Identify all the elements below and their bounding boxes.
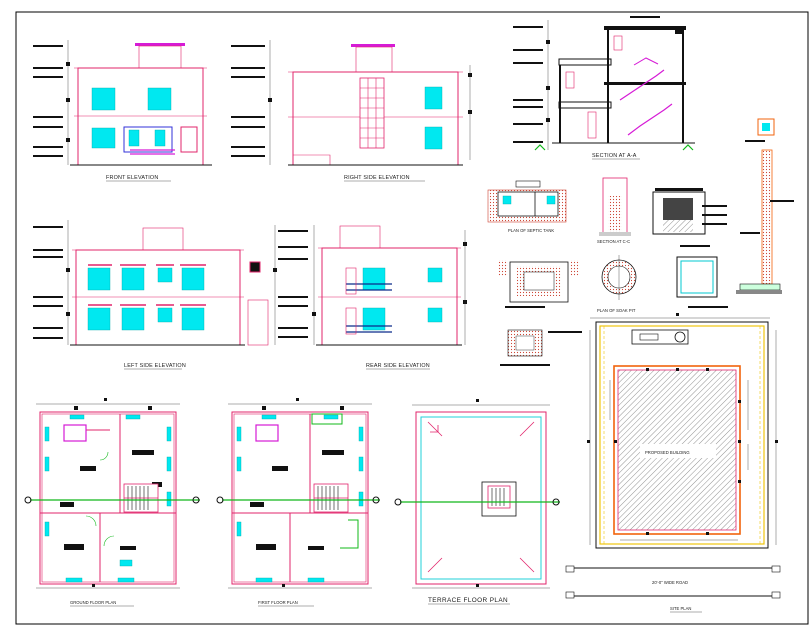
- sheet-border: [15, 11, 809, 625]
- proposed-building-label: PROPOSED BUILDING: [645, 450, 690, 455]
- soak-pit-plan: PLAN OF SOAK PIT: [597, 255, 637, 313]
- section-aa: SECTION AT A-A: [513, 16, 695, 160]
- ground-floor-plan-title: GROUND FLOOR PLAN: [70, 600, 116, 605]
- section-aa-title: SECTION AT A-A: [592, 153, 637, 159]
- terrace-floor-plan: TERRACE FLOOR PLAN: [394, 399, 560, 605]
- first-floor-plan: FIRST FLOOR PLAN: [216, 398, 380, 607]
- rear-side-elevation: REAR SIDE ELEVATION: [247, 225, 467, 370]
- road: 20'-0" WIDE ROAD: [565, 565, 781, 599]
- right-side-elevation-title: RIGHT SIDE ELEVATION: [344, 175, 410, 181]
- gf-staircase: [123, 483, 159, 513]
- stair-glazing: [359, 77, 385, 149]
- right-side-elevation: RIGHT SIDE ELEVATION: [231, 40, 472, 182]
- front-elevation: FRONT ELEVATION: [33, 40, 212, 182]
- building-footprint: [613, 365, 741, 535]
- gully-trap: [500, 329, 582, 366]
- site-plan-title: SITE PLAN: [670, 606, 691, 611]
- section-cc-title: SECTION AT C-C: [597, 239, 630, 244]
- compound-wall-section: [736, 118, 794, 294]
- terrace-staircase-head: [481, 481, 517, 517]
- section-cc: SECTION AT C-C: [597, 177, 631, 244]
- tank-cross-section: [652, 188, 727, 247]
- terrace-floor-plan-title: TERRACE FLOOR PLAN: [428, 597, 508, 604]
- septic-tank-details: PLAN OF SEPTIC TANK SECTION AT C-C: [487, 118, 794, 366]
- inspection-chamber: [498, 260, 580, 308]
- manhole-cover: [676, 256, 728, 308]
- level-markers-left: [33, 40, 70, 165]
- site-plan: PROPOSED BUILDING 20'-0" WIDE ROAD SITE …: [565, 313, 781, 613]
- ground-floor-plan: GROUND FLOOR PLAN: [24, 398, 200, 607]
- ff-staircase: [313, 483, 349, 513]
- left-side-elevation-title: LEFT SIDE ELEVATION: [124, 363, 186, 369]
- rear-side-elevation-title: REAR SIDE ELEVATION: [366, 363, 430, 369]
- front-elevation-title: FRONT ELEVATION: [106, 175, 158, 181]
- road-label: 20'-0" WIDE ROAD: [652, 580, 688, 585]
- soak-pit-title: PLAN OF SOAK PIT: [597, 308, 636, 313]
- septic-tank-title: PLAN OF SEPTIC TANK: [508, 228, 554, 233]
- left-side-elevation: LEFT SIDE ELEVATION: [33, 220, 245, 370]
- first-floor-plan-title: FIRST FLOOR PLAN: [258, 600, 298, 605]
- site-gate: [631, 329, 689, 345]
- ff-windows: [236, 414, 364, 583]
- gf-windows: [44, 414, 172, 583]
